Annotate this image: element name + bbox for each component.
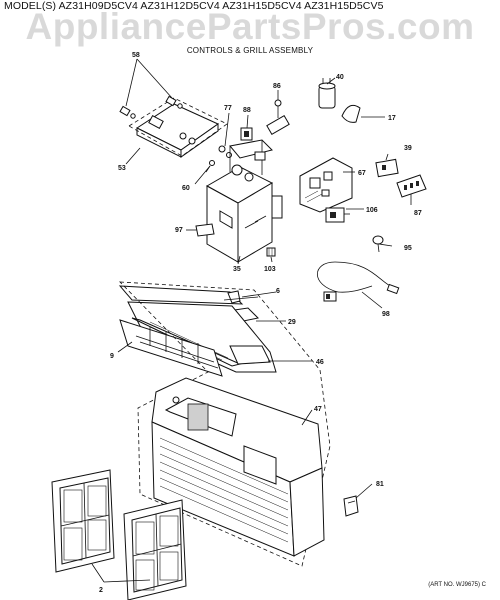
callout-numbers: 58 53 77 88 86 40 17 39 67 87 60 106 97 …	[99, 52, 422, 594]
part-81-clip[interactable]	[343, 495, 359, 517]
callout-87: 87	[414, 210, 422, 217]
callout-46: 46	[316, 359, 324, 366]
callout-9: 9	[110, 353, 114, 360]
part-67-control-board[interactable]	[299, 157, 353, 213]
callout-86: 86	[273, 83, 281, 90]
grill-assembly-outline	[118, 281, 331, 567]
part-39-terminal-block[interactable]	[375, 158, 399, 178]
callout-81: 81	[376, 481, 384, 488]
part-86-sensor[interactable]	[266, 99, 290, 136]
part-77-clip[interactable]	[218, 145, 232, 158]
callout-77: 77	[224, 105, 232, 112]
callout-95: 95	[404, 245, 412, 252]
model-list: MODEL(S) AZ31H09D5CV4 AZ31H12D5CV4 AZ31H…	[4, 0, 384, 12]
part-88-switch[interactable]	[240, 127, 253, 141]
diagram-title: CONTROLS & GRILL ASSEMBLY	[186, 46, 314, 55]
callout-35: 35	[233, 266, 241, 273]
callout-40: 40	[336, 74, 344, 81]
callout-98: 98	[382, 311, 390, 318]
callout-39: 39	[404, 145, 412, 152]
part-58-knob-set[interactable]	[119, 95, 183, 119]
part-95-plug[interactable]	[372, 235, 384, 253]
callout-53: 53	[118, 165, 126, 172]
callout-103: 103	[264, 266, 276, 273]
callout-106: 106	[366, 207, 378, 214]
part-98-power-cord[interactable]	[317, 261, 400, 302]
part-53-control-panel[interactable]	[128, 97, 228, 158]
part-6-access-door[interactable]	[118, 285, 244, 305]
leader-lines	[91, 58, 412, 583]
callout-58: 58	[132, 52, 140, 59]
part-17-bracket[interactable]	[341, 104, 361, 123]
part-106-relay[interactable]	[325, 207, 350, 223]
callout-2: 2	[99, 587, 103, 594]
callout-47: 47	[314, 406, 322, 413]
art-number: (ART NO. WJ9675) C	[428, 582, 486, 588]
callout-67: 67	[358, 170, 366, 177]
part-40-capacitor[interactable]	[318, 78, 336, 109]
callout-29: 29	[288, 319, 296, 326]
callout-88: 88	[243, 107, 251, 114]
callout-97: 97	[175, 227, 183, 234]
part-87-terminal-strip[interactable]	[396, 174, 427, 198]
part-97-label[interactable]	[195, 223, 215, 237]
callout-6: 6	[276, 288, 280, 295]
callout-17: 17	[388, 115, 396, 122]
part-2-filter-right[interactable]	[123, 499, 187, 600]
part-103-connector[interactable]	[266, 247, 276, 257]
part-47-front-panel[interactable]	[151, 377, 325, 557]
part-35-control-box[interactable]	[205, 139, 283, 263]
part-9-louver[interactable]	[119, 319, 223, 377]
callout-60: 60	[182, 185, 190, 192]
part-2-filter-left[interactable]	[51, 469, 115, 573]
